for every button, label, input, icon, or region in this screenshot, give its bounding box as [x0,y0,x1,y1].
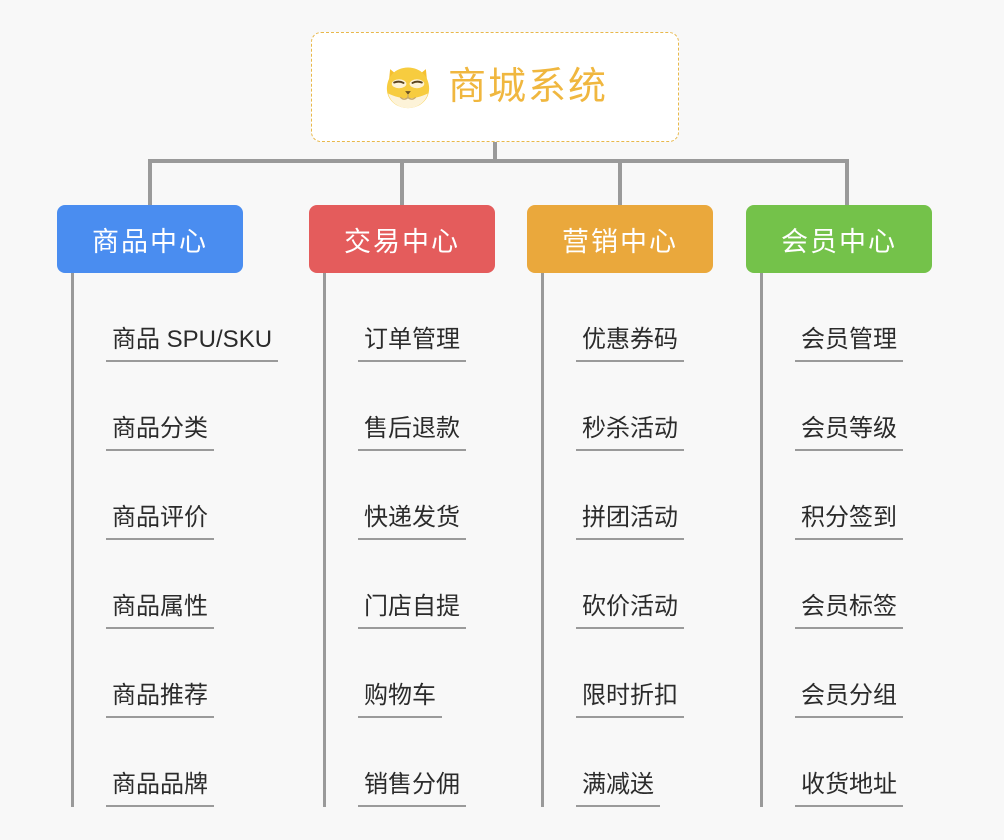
branch-header-4[interactable]: 会员中心 [746,205,932,273]
leaf-item-label: 商品 SPU/SKU [106,326,279,362]
connector-root-stem [493,142,497,163]
leaf-item[interactable]: 售后退款 [326,362,495,451]
leaf-item[interactable]: 砍价活动 [544,540,713,629]
leaf-item-label: 秒杀活动 [576,415,684,451]
branch-leaf-list-2: 订单管理售后退款快递发货门店自提购物车销售分佣 [323,273,495,807]
leaf-item-label: 商品推荐 [106,682,214,718]
connector-horizontal-bus [148,159,848,163]
leaf-item[interactable]: 订单管理 [326,273,495,362]
leaf-item[interactable]: 门店自提 [326,540,495,629]
leaf-item[interactable]: 优惠券码 [544,273,713,362]
leaf-item[interactable]: 商品品牌 [74,718,243,807]
leaf-item-label: 商品属性 [106,593,214,629]
branch-header-label: 商品中心 [92,226,208,257]
connector-drop-1 [148,159,152,207]
leaf-item-label: 限时折扣 [576,682,684,718]
leaf-item[interactable]: 限时折扣 [544,629,713,718]
leaf-item-label: 售后退款 [358,415,466,451]
leaf-item-label: 商品品牌 [106,771,214,807]
leaf-item[interactable]: 快递发货 [326,451,495,540]
leaf-item-label: 会员分组 [795,682,903,718]
branch-header-3[interactable]: 营销中心 [527,205,713,273]
branch-header-label: 交易中心 [344,226,460,257]
leaf-item[interactable]: 会员等级 [763,362,932,451]
root-title: 商城系统 [447,66,608,108]
leaf-item-label: 快递发货 [358,504,466,540]
leaf-item-label: 会员管理 [795,326,903,362]
leaf-item[interactable]: 积分签到 [763,451,932,540]
leaf-item[interactable]: 会员管理 [763,273,932,362]
leaf-item[interactable]: 拼团活动 [544,451,713,540]
leaf-item-label: 积分签到 [795,504,903,540]
connector-drop-4 [845,159,849,207]
branch-leaf-list-3: 优惠券码秒杀活动拼团活动砍价活动限时折扣满减送 [541,273,713,807]
leaf-item-label: 收货地址 [795,771,903,807]
leaf-item-label: 销售分佣 [358,771,466,807]
leaf-item-label: 会员等级 [795,415,903,451]
leaf-item[interactable]: 购物车 [326,629,495,718]
connector-drop-2 [400,159,404,207]
shiba-dog-face-icon [386,67,430,109]
leaf-item-label: 砍价活动 [576,593,684,629]
leaf-item[interactable]: 会员分组 [763,629,932,718]
leaf-item[interactable]: 会员标签 [763,540,932,629]
branch-header-label: 营销中心 [562,226,678,257]
branch-leaf-list-1: 商品 SPU/SKU 商品分类商品评价商品属性商品推荐商品品牌 [71,273,279,807]
leaf-item-label: 购物车 [358,682,442,718]
branch-column-3: 营销中心优惠券码秒杀活动拼团活动砍价活动限时折扣满减送 [527,205,713,807]
branch-header-1[interactable]: 商品中心 [57,205,243,273]
leaf-item-label: 商品评价 [106,504,214,540]
leaf-item[interactable]: 满减送 [544,718,713,807]
branch-column-2: 交易中心订单管理售后退款快递发货门店自提购物车销售分佣 [309,205,495,807]
root-node[interactable]: 商城系统 [311,32,679,142]
leaf-item-label: 商品分类 [106,415,214,451]
leaf-item[interactable]: 秒杀活动 [544,362,713,451]
leaf-item[interactable]: 商品 SPU/SKU [74,273,279,362]
leaf-item-label: 拼团活动 [576,504,684,540]
branch-leaf-list-4: 会员管理会员等级积分签到会员标签会员分组收货地址 [760,273,932,807]
branch-header-label: 会员中心 [781,226,897,257]
leaf-item[interactable]: 收货地址 [763,718,932,807]
leaf-item-label: 优惠券码 [576,326,684,362]
leaf-item[interactable]: 商品分类 [74,362,243,451]
branch-column-1: 商品中心商品 SPU/SKU 商品分类商品评价商品属性商品推荐商品品牌 [57,205,279,807]
branch-header-2[interactable]: 交易中心 [309,205,495,273]
leaf-item-label: 订单管理 [358,326,466,362]
leaf-item[interactable]: 销售分佣 [326,718,495,807]
leaf-item[interactable]: 商品属性 [74,540,243,629]
leaf-item[interactable]: 商品推荐 [74,629,243,718]
branch-column-4: 会员中心会员管理会员等级积分签到会员标签会员分组收货地址 [746,205,932,807]
leaf-item-label: 会员标签 [795,593,903,629]
connector-drop-3 [618,159,622,207]
leaf-item-label: 门店自提 [358,593,466,629]
leaf-item-label: 满减送 [576,771,660,807]
leaf-item[interactable]: 商品评价 [74,451,243,540]
